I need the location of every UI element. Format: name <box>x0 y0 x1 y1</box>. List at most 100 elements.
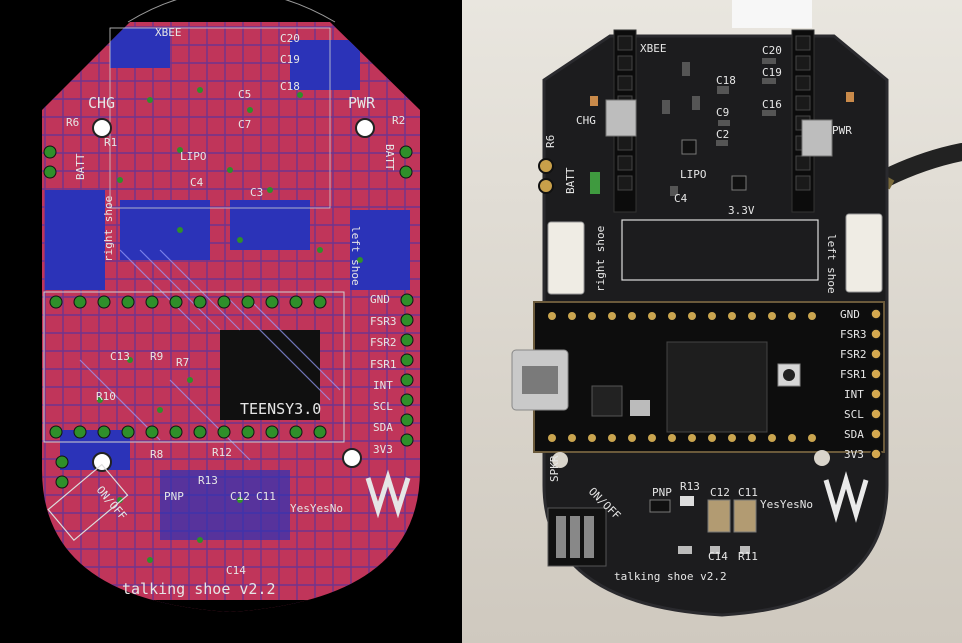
left-shoe-label: left shoe <box>349 226 362 286</box>
ref-designators: C20 C19 C18 C5 C7 C4 C3 C13 R9 R7 R10 R8… <box>66 32 405 577</box>
pwr-led <box>846 92 854 102</box>
left-shoe-connector <box>845 213 883 293</box>
pin-labels-left: GND FSR3 FSR2 FSR1 INT SCL SDA 3V3 <box>370 293 397 456</box>
batt-right-label: BATT <box>383 144 396 171</box>
onoff-switch <box>47 463 129 542</box>
board-title: talking shoe v2.2 <box>122 580 276 598</box>
side-pin-pads <box>870 308 882 460</box>
left-shoe-label-photo: left shoe <box>825 234 838 294</box>
mcu-chip <box>666 341 768 433</box>
svg-text:C3: C3 <box>250 186 263 199</box>
svg-text:C19: C19 <box>280 53 300 66</box>
svg-text:FSR2: FSR2 <box>370 336 397 349</box>
svg-text:R8: R8 <box>150 448 163 461</box>
svg-text:INT: INT <box>844 388 864 401</box>
svg-text:3V3: 3V3 <box>844 448 864 461</box>
svg-text:FSR1: FSR1 <box>840 368 867 381</box>
svg-text:C13: C13 <box>110 350 130 363</box>
brand-label-photo: YesYesNo <box>760 498 813 511</box>
tape <box>732 0 812 28</box>
svg-text:C20: C20 <box>762 44 782 57</box>
lipo-label-photo: LIPO <box>680 168 707 181</box>
chg-button <box>605 99 637 137</box>
assembled-board-photo: XBEE CHG PWR LIPO 3.3V BATT right shoe l… <box>462 0 962 643</box>
svg-text:FSR3: FSR3 <box>840 328 867 341</box>
svg-text:R9: R9 <box>150 350 163 363</box>
svg-text:SDA: SDA <box>373 421 393 434</box>
pwr-button <box>801 119 833 157</box>
chg-label-photo: CHG <box>576 114 596 127</box>
svg-text:C18: C18 <box>280 80 300 93</box>
silk-box <box>621 219 819 281</box>
svg-text:INT: INT <box>373 379 393 392</box>
svg-text:C12: C12 <box>710 486 730 499</box>
batt-pad-2 <box>538 178 554 194</box>
pcb-layout-render: XBEE CHG PWR LIPO BATT BATT right shoe l… <box>0 0 462 643</box>
svg-text:C4: C4 <box>190 176 204 189</box>
xbee-label: XBEE <box>155 26 182 39</box>
mount-holes <box>92 118 375 472</box>
svg-text:GND: GND <box>370 293 390 306</box>
teensy-pads-top <box>49 295 327 309</box>
mount-hole-left <box>552 452 568 468</box>
xbee-footprint <box>109 27 331 209</box>
board-title-photo: talking shoe v2.2 <box>614 570 727 583</box>
cable <box>873 143 962 189</box>
pnp-label: PNP <box>164 490 184 503</box>
teensy-footprint <box>43 291 345 443</box>
chg-label: CHG <box>88 94 115 112</box>
svg-text:R6: R6 <box>544 135 557 148</box>
mount-hole-right <box>814 450 830 466</box>
cap-c11 <box>733 499 757 533</box>
board-outline-arc <box>127 0 336 23</box>
xbee-label-photo: XBEE <box>640 42 667 55</box>
right-shoe-connector <box>547 221 585 295</box>
svg-text:R13: R13 <box>680 480 700 493</box>
svg-text:C18: C18 <box>716 74 736 87</box>
svg-text:C16: C16 <box>762 98 782 111</box>
yesyesno-logo-mark-photo <box>823 471 869 523</box>
yesyesno-logo-mark <box>365 469 411 519</box>
svg-text:C12: C12 <box>230 490 250 503</box>
svg-text:C11: C11 <box>256 490 276 503</box>
svg-text:R12: R12 <box>212 446 232 459</box>
svg-text:C20: C20 <box>280 32 300 45</box>
board-photo-svg: XBEE CHG PWR LIPO 3.3V BATT right shoe l… <box>511 0 962 617</box>
svg-text:C4: C4 <box>674 192 688 205</box>
svg-text:R13: R13 <box>198 474 218 487</box>
pwr-label: PWR <box>348 94 376 112</box>
batt-pad-1 <box>538 158 554 174</box>
fuse <box>590 172 600 194</box>
pnp-transistor <box>649 499 671 513</box>
smd-components <box>662 58 776 196</box>
side-header-pads <box>43 145 414 489</box>
cap-c12 <box>707 499 731 533</box>
svg-text:GND: GND <box>840 308 860 321</box>
r13 <box>680 496 694 506</box>
teensy-pads-bottom <box>49 425 327 439</box>
svg-text:FSR3: FSR3 <box>370 315 397 328</box>
svg-text:FSR2: FSR2 <box>840 348 867 361</box>
svg-text:C2: C2 <box>716 128 729 141</box>
svg-text:3V3: 3V3 <box>373 443 393 456</box>
pcb-layout-svg: XBEE CHG PWR LIPO BATT BATT right shoe l… <box>42 0 420 612</box>
pwr-label-photo: PWR <box>832 124 852 137</box>
svg-text:C14: C14 <box>226 564 246 577</box>
svg-text:R1: R1 <box>104 136 117 149</box>
svg-text:C11: C11 <box>738 486 758 499</box>
svg-text:C19: C19 <box>762 66 782 79</box>
right-shoe-label: right shoe <box>102 196 115 262</box>
batt-label-photo: BATT <box>564 167 577 194</box>
svg-text:FSR1: FSR1 <box>370 358 397 371</box>
svg-text:R6: R6 <box>66 116 79 129</box>
svg-text:C9: C9 <box>716 106 729 119</box>
batt-left-label: BATT <box>74 153 87 180</box>
svg-text:R2: R2 <box>392 114 405 127</box>
right-shoe-label-photo: right shoe <box>594 226 607 292</box>
svg-text:C7: C7 <box>238 118 251 131</box>
svg-text:C14: C14 <box>708 550 728 563</box>
teensy-board <box>511 301 885 453</box>
svg-text:R11: R11 <box>738 550 758 563</box>
svg-text:C5: C5 <box>238 88 251 101</box>
svg-text:SCL: SCL <box>373 400 393 413</box>
